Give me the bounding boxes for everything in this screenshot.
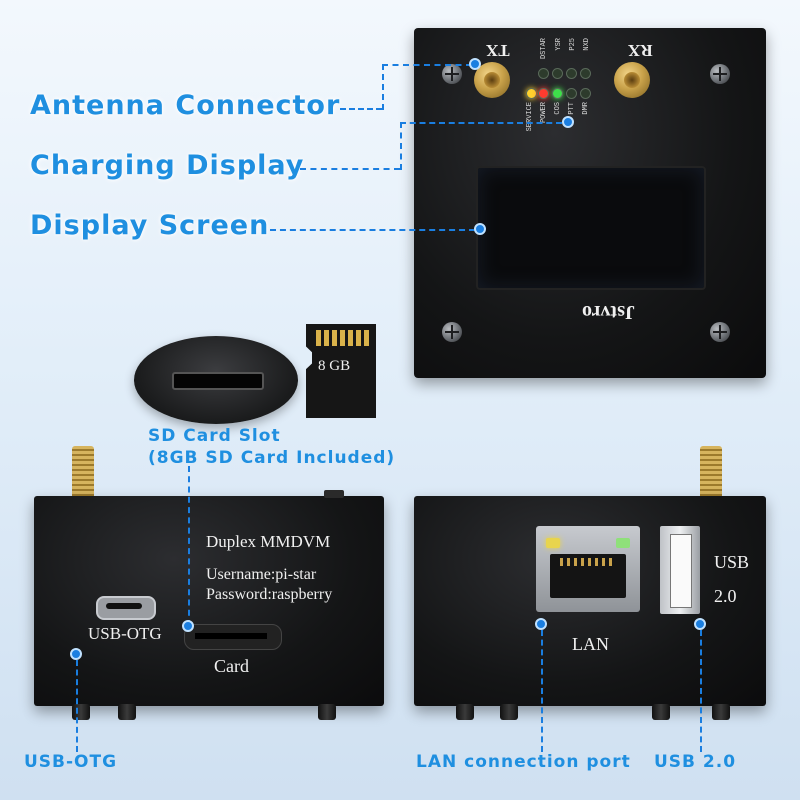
rx-label: RX [628, 41, 653, 60]
tx-antenna-connector-icon[interactable] [474, 62, 510, 98]
charging-marker-dot [562, 116, 574, 128]
antenna-leader-line [382, 64, 472, 66]
charging-leader-line [300, 168, 400, 170]
sd-slot-opening [172, 372, 264, 390]
screw-icon [442, 322, 462, 342]
lan-marker-dot [535, 618, 547, 630]
led-label-ysr: YSR [555, 38, 563, 51]
led-label-ptt: PTT [568, 102, 576, 115]
tx-label: TX [486, 41, 510, 60]
charging-leader-line [400, 122, 562, 124]
antenna-leader-line [382, 64, 384, 110]
led-service [526, 88, 537, 99]
device-foot [500, 704, 518, 720]
usb-label-line-1: USB [714, 552, 750, 572]
sd-slot-closeup [134, 336, 298, 424]
sd-marker-dot [182, 620, 194, 632]
device-password-label: Password:raspberry [206, 586, 333, 603]
led-dmr [580, 88, 591, 99]
right-device-panel: LAN USB 2.0 [414, 496, 766, 706]
usb-label-line-2: 2.0 [714, 586, 737, 606]
callout-charging-display: Charging Display [30, 150, 305, 181]
charging-leader-line [400, 122, 402, 170]
left-antenna-icon [72, 446, 94, 502]
usb-otg-port-icon[interactable] [96, 596, 156, 620]
screw-icon [710, 322, 730, 342]
callout-sd-card-slot: SD Card Slot [148, 426, 281, 446]
sd-leader-line [188, 466, 190, 626]
antenna-leader-line [340, 108, 382, 110]
right-antenna-icon [700, 446, 722, 502]
device-foot [118, 704, 136, 720]
left-device-panel: Duplex MMDVM Username:pi-star Password:r… [34, 490, 384, 706]
card-slot-label: Card [214, 656, 249, 676]
device-username-label: Username:pi-star [206, 566, 317, 583]
sd-card-contacts [316, 330, 370, 346]
lan-label: LAN [572, 634, 609, 654]
lan-leader-line [541, 630, 543, 752]
usb-otg-leader-line [76, 660, 78, 752]
led-label-power: POWER [540, 102, 548, 124]
led-label-dstar: DSTAR [540, 38, 548, 60]
led-nxd [580, 68, 591, 79]
antenna-marker-dot [469, 58, 481, 70]
usb-otg-marker-dot [70, 648, 82, 660]
usb-otg-port-label: USB-OTG [88, 624, 162, 643]
device-foot [712, 704, 730, 720]
callout-usb-2-0: USB 2.0 [654, 752, 737, 772]
screw-icon [710, 64, 730, 84]
callout-antenna-connector: Antenna Connector [30, 90, 341, 121]
led-ysr [552, 68, 563, 79]
device-foot [72, 704, 90, 720]
device-foot [652, 704, 670, 720]
led-cos [552, 88, 563, 99]
usb-2-port-icon[interactable] [660, 526, 700, 614]
display-marker-dot [474, 223, 486, 235]
sd-card-size-label: 8 GB [318, 358, 351, 374]
top-device-panel: TX RX DSTAR YSR P25 NXD SERVICE POWER CO… [414, 28, 766, 378]
lan-port-icon[interactable] [536, 526, 640, 612]
brand-logo: Jstvro [582, 301, 635, 323]
led-label-p25: P25 [569, 38, 577, 51]
device-model-label: Duplex MMDVM [206, 532, 331, 551]
led-label-nxd: NXD [583, 38, 591, 51]
usb20-marker-dot [694, 618, 706, 630]
device-foot [318, 704, 336, 720]
led-dstar [538, 68, 549, 79]
display-screen [476, 166, 706, 290]
top-button-icon [324, 490, 344, 498]
led-ptt [566, 88, 577, 99]
usb20-leader-line [700, 630, 702, 752]
callout-usb-otg: USB-OTG [24, 752, 118, 772]
callout-lan-connection-port: LAN connection port [416, 752, 631, 772]
callout-sd-card-included: (8GB SD Card Included) [148, 448, 396, 468]
callout-display-screen: Display Screen [30, 210, 270, 241]
screw-icon [442, 64, 462, 84]
led-label-service: SERVICE [526, 102, 534, 132]
led-p25 [566, 68, 577, 79]
display-leader-line [270, 229, 475, 231]
sd-card-icon: 8 GB [306, 324, 376, 418]
rx-antenna-connector-icon[interactable] [614, 62, 650, 98]
led-label-cos: COS [554, 102, 562, 115]
sd-card-slot-port[interactable] [184, 624, 282, 650]
led-label-dmr: DMR [582, 102, 590, 115]
device-foot [456, 704, 474, 720]
led-power [538, 88, 549, 99]
